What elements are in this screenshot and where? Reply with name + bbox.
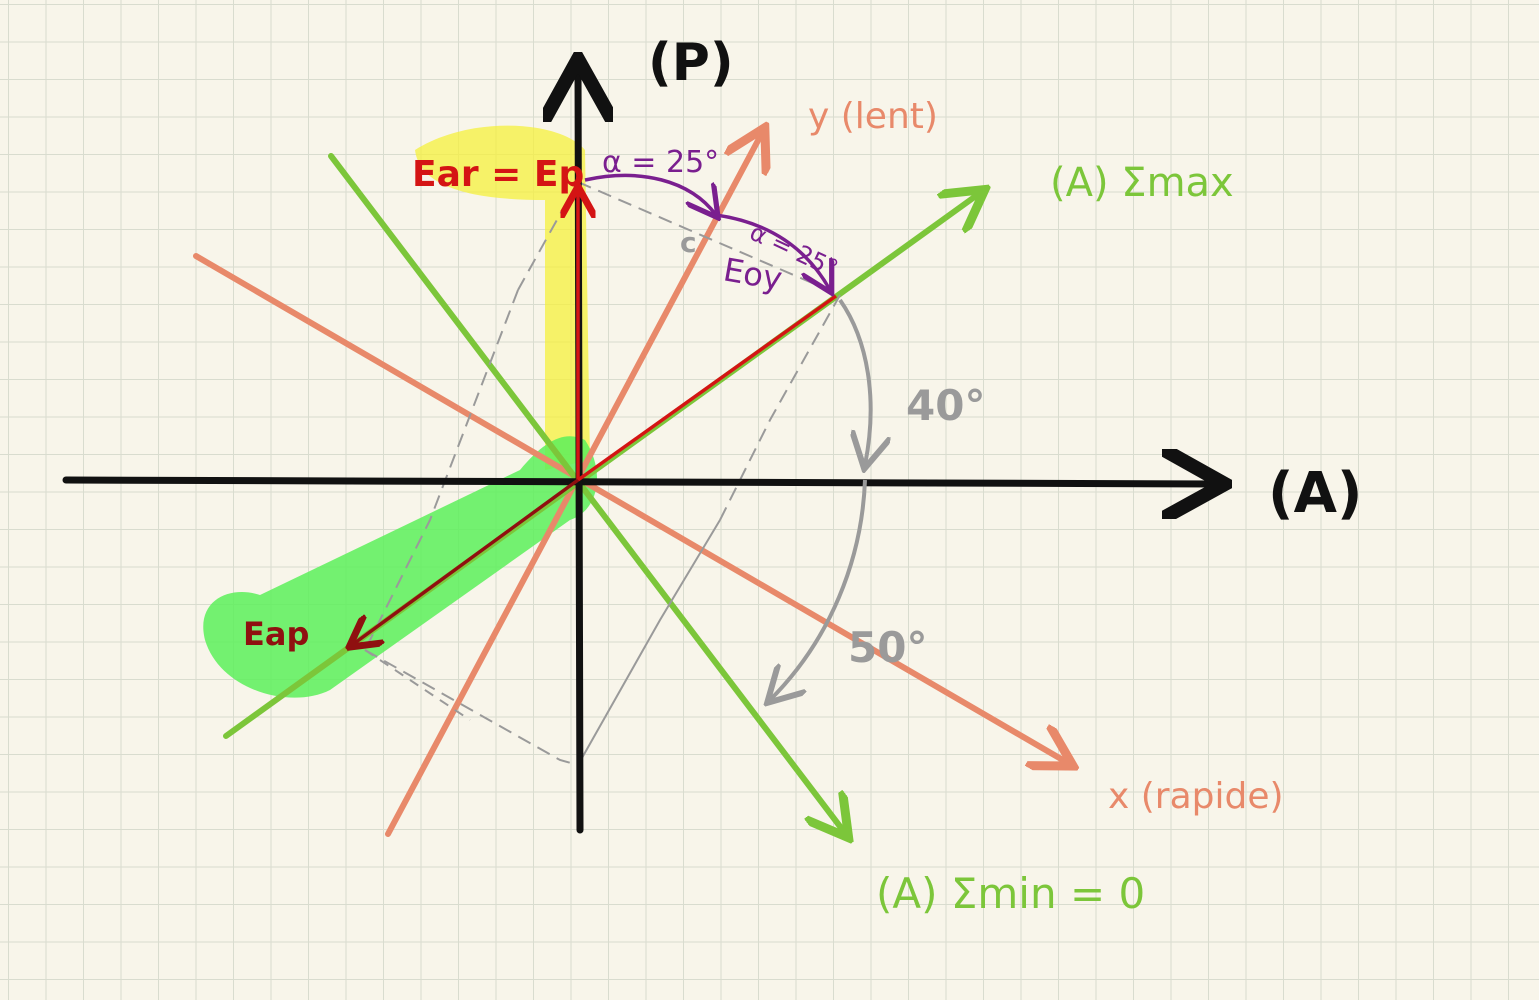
vector-eoy-diagonal bbox=[576, 294, 838, 482]
green-highlight bbox=[203, 436, 597, 698]
vector-top-label: Ear = Ep bbox=[412, 154, 584, 195]
yellow-highlight bbox=[415, 125, 590, 470]
small-c-mark: c bbox=[680, 226, 697, 259]
vector-bottom-label: Eap bbox=[243, 615, 309, 653]
alpha-label-1: α = 25° bbox=[602, 145, 719, 180]
horizontal-axis-A bbox=[62, 480, 1218, 484]
vector-eap bbox=[352, 478, 580, 645]
rapid-axis-x-line bbox=[193, 253, 1068, 763]
alpha-arc-2 bbox=[715, 213, 830, 290]
horizontal-axis-label: (A) bbox=[1268, 461, 1363, 526]
rapid-axis-label: x (rapide) bbox=[1108, 776, 1284, 817]
alpha-arc-1 bbox=[584, 173, 716, 215]
arc-50-deg bbox=[770, 479, 867, 700]
angle-50-label: 50° bbox=[848, 623, 927, 672]
green-min-label: (A) Σmin = 0 bbox=[876, 869, 1145, 918]
construction-lines bbox=[364, 181, 841, 766]
angle-40-label: 40° bbox=[906, 381, 985, 430]
green-min-axis-line bbox=[328, 153, 845, 833]
slow-axis-label: y (lent) bbox=[808, 96, 938, 137]
arc-40-deg bbox=[838, 298, 871, 465]
green-max-label: (A) Σmax bbox=[1050, 160, 1234, 206]
eoy-label: Eoy bbox=[721, 250, 785, 298]
vertical-axis-label: (P) bbox=[648, 33, 734, 93]
